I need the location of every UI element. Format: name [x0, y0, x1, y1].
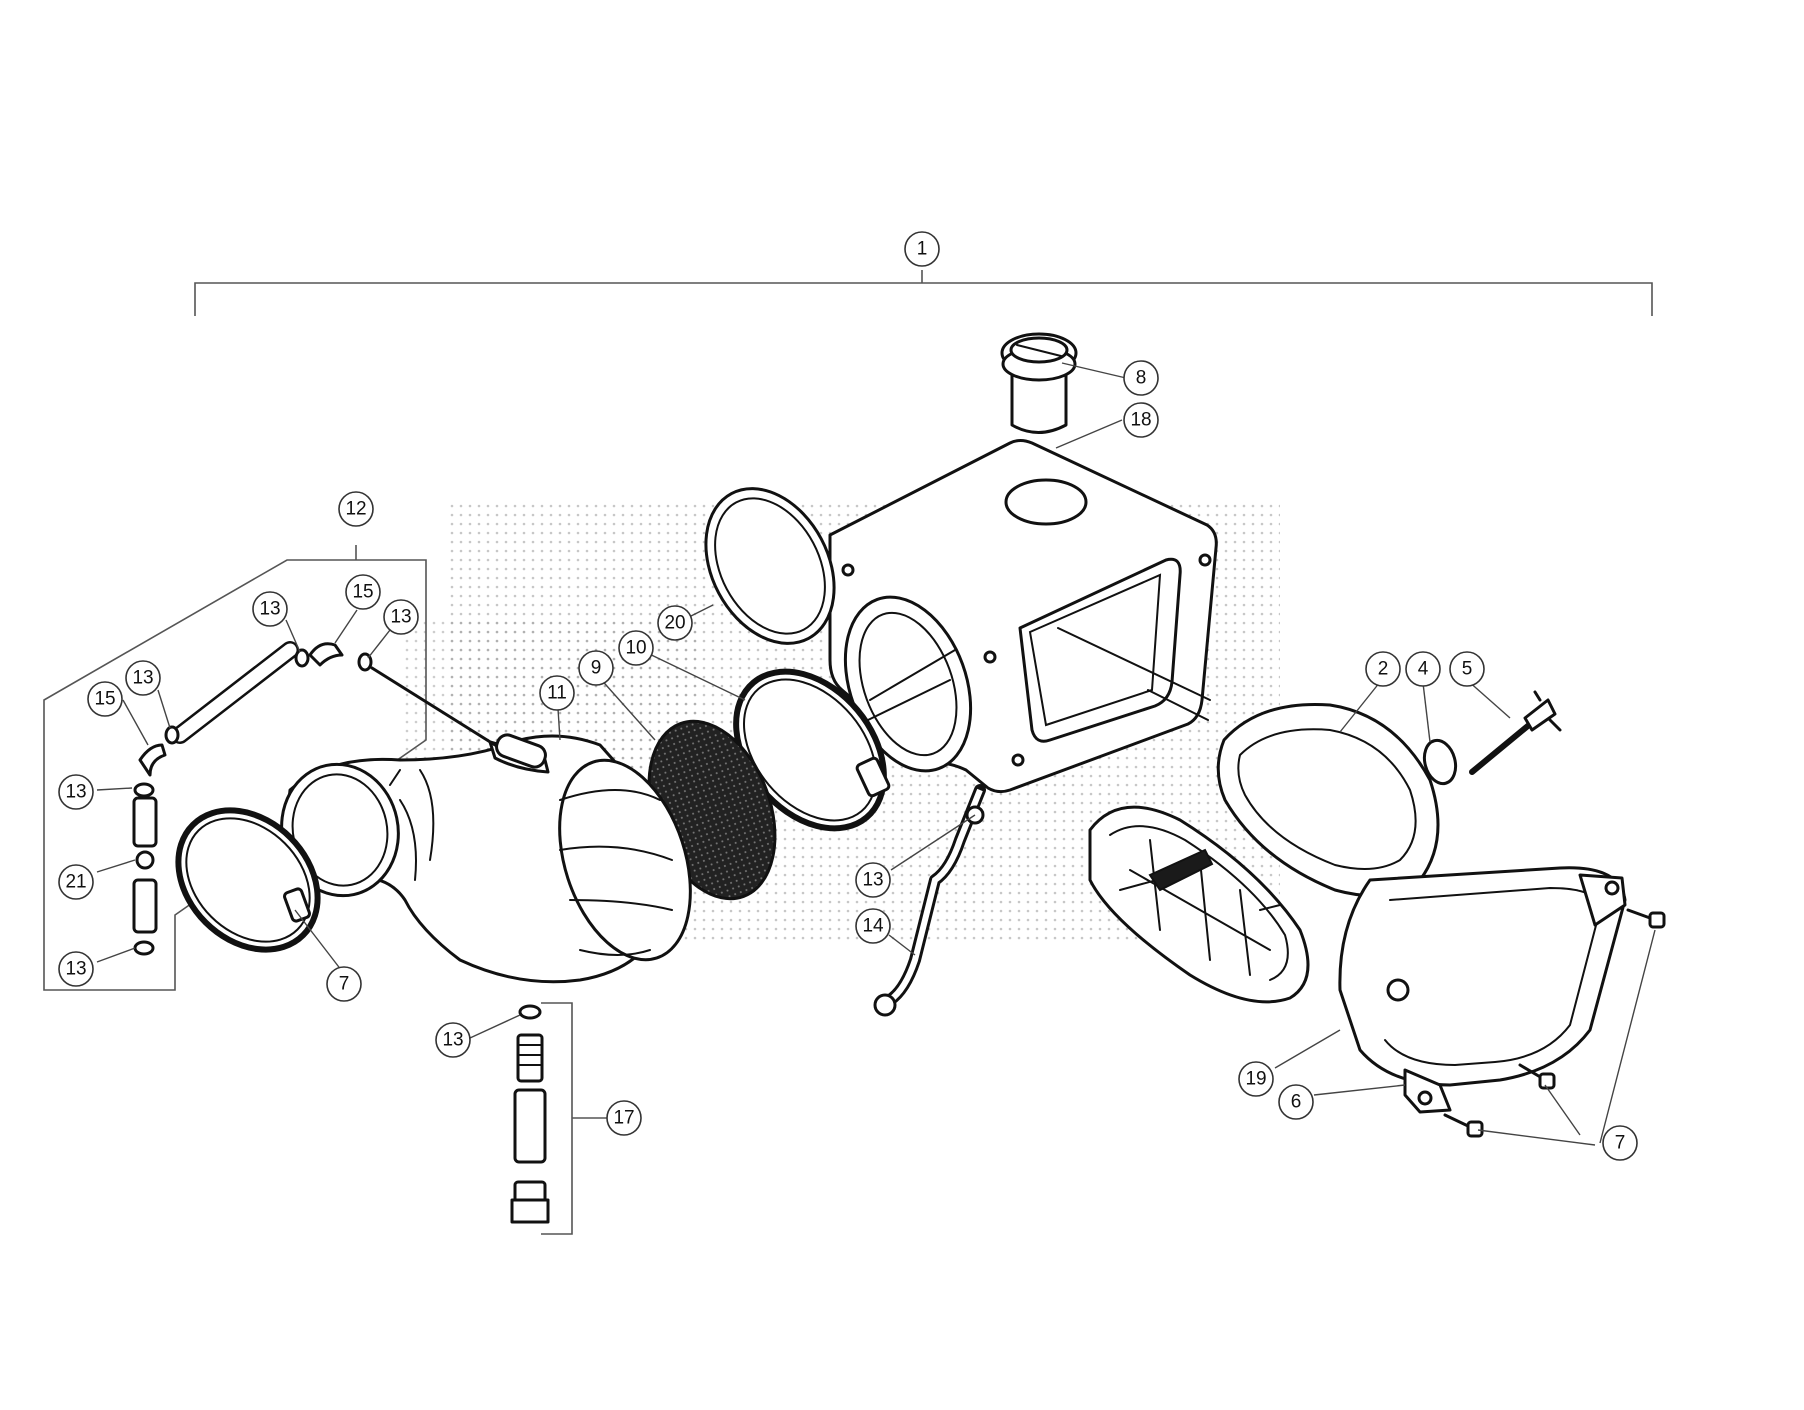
bolts — [1443, 908, 1666, 1138]
svg-text:20: 20 — [664, 613, 685, 634]
callout-21: 21 — [58, 864, 94, 900]
filter-cage — [1088, 805, 1310, 1004]
callout-18: 18 — [1123, 402, 1159, 438]
large-clamp — [733, 668, 891, 832]
svg-text:13: 13 — [132, 668, 153, 689]
svg-text:13: 13 — [442, 1030, 463, 1051]
drain-kit-bracket — [541, 1002, 608, 1235]
callout-14: 13 — [855, 862, 891, 898]
svg-text:13: 13 — [259, 599, 280, 620]
hose-kit-bracket — [43, 545, 427, 991]
callout-14: 13 — [383, 599, 419, 635]
callout-16: 15 — [345, 574, 381, 610]
svg-text:21: 21 — [65, 872, 86, 893]
svg-text:2: 2 — [1378, 659, 1389, 680]
callout-9: 7 — [326, 966, 362, 1002]
callout-14: 13 — [58, 951, 94, 987]
callout-20: 20 — [657, 605, 693, 641]
breather-hose-kit — [132, 641, 547, 956]
svg-text:10: 10 — [625, 638, 646, 659]
svg-text:6: 6 — [1291, 1092, 1302, 1113]
svg-text:18: 18 — [1130, 410, 1151, 431]
callout-13: 12 — [338, 491, 374, 527]
callout-2: 2 — [1365, 651, 1401, 687]
svg-text:7: 7 — [339, 974, 350, 995]
small-clamp — [175, 807, 321, 953]
svg-text:8: 8 — [1136, 368, 1147, 389]
callout-4: 4 — [1405, 651, 1441, 687]
svg-text:17: 17 — [613, 1108, 634, 1129]
callout-11: 10 — [618, 630, 654, 666]
callout-14: 13 — [125, 660, 161, 696]
cap — [1000, 332, 1078, 434]
gasket — [704, 487, 836, 645]
svg-text:4: 4 — [1418, 659, 1429, 680]
callout-12: 11 — [539, 675, 575, 711]
callout-10: 9 — [578, 650, 614, 686]
svg-text:19: 19 — [1245, 1069, 1266, 1090]
wing-screw — [1469, 690, 1562, 775]
drain-hose — [873, 784, 986, 1017]
washer — [1422, 738, 1458, 786]
callout-8: 8 — [1123, 360, 1159, 396]
callout-15: 14 — [855, 908, 891, 944]
svg-text:15: 15 — [94, 689, 115, 710]
svg-text:5: 5 — [1462, 659, 1473, 680]
callout-16: 15 — [87, 681, 123, 717]
leader-lines — [96, 362, 1656, 1146]
svg-text:1: 1 — [917, 239, 928, 260]
callout-17: 17 — [606, 1100, 642, 1136]
assembly-bracket — [194, 270, 1653, 316]
callout-6: 6 — [1278, 1084, 1314, 1120]
callout-7: 7 — [1602, 1125, 1638, 1161]
filter-cover — [1338, 866, 1627, 1114]
svg-text:14: 14 — [862, 916, 884, 937]
svg-text:13: 13 — [65, 959, 86, 980]
svg-text:15: 15 — [352, 582, 373, 603]
svg-text:13: 13 — [65, 782, 86, 803]
drain-plug-kit — [510, 1004, 550, 1224]
svg-text:13: 13 — [390, 607, 411, 628]
svg-text:12: 12 — [345, 499, 366, 520]
intake-duct — [280, 734, 692, 984]
callout-14: 13 — [58, 774, 94, 810]
svg-text:7: 7 — [1615, 1133, 1626, 1154]
svg-text:9: 9 — [591, 658, 602, 679]
callout-19: 19 — [1238, 1061, 1274, 1097]
callout-14: 13 — [435, 1022, 471, 1058]
svg-text:13: 13 — [862, 870, 883, 891]
callout-14: 13 — [252, 591, 288, 627]
svg-text:11: 11 — [547, 683, 567, 704]
callout-1: 1 — [904, 231, 940, 267]
callout-5: 5 — [1449, 651, 1485, 687]
